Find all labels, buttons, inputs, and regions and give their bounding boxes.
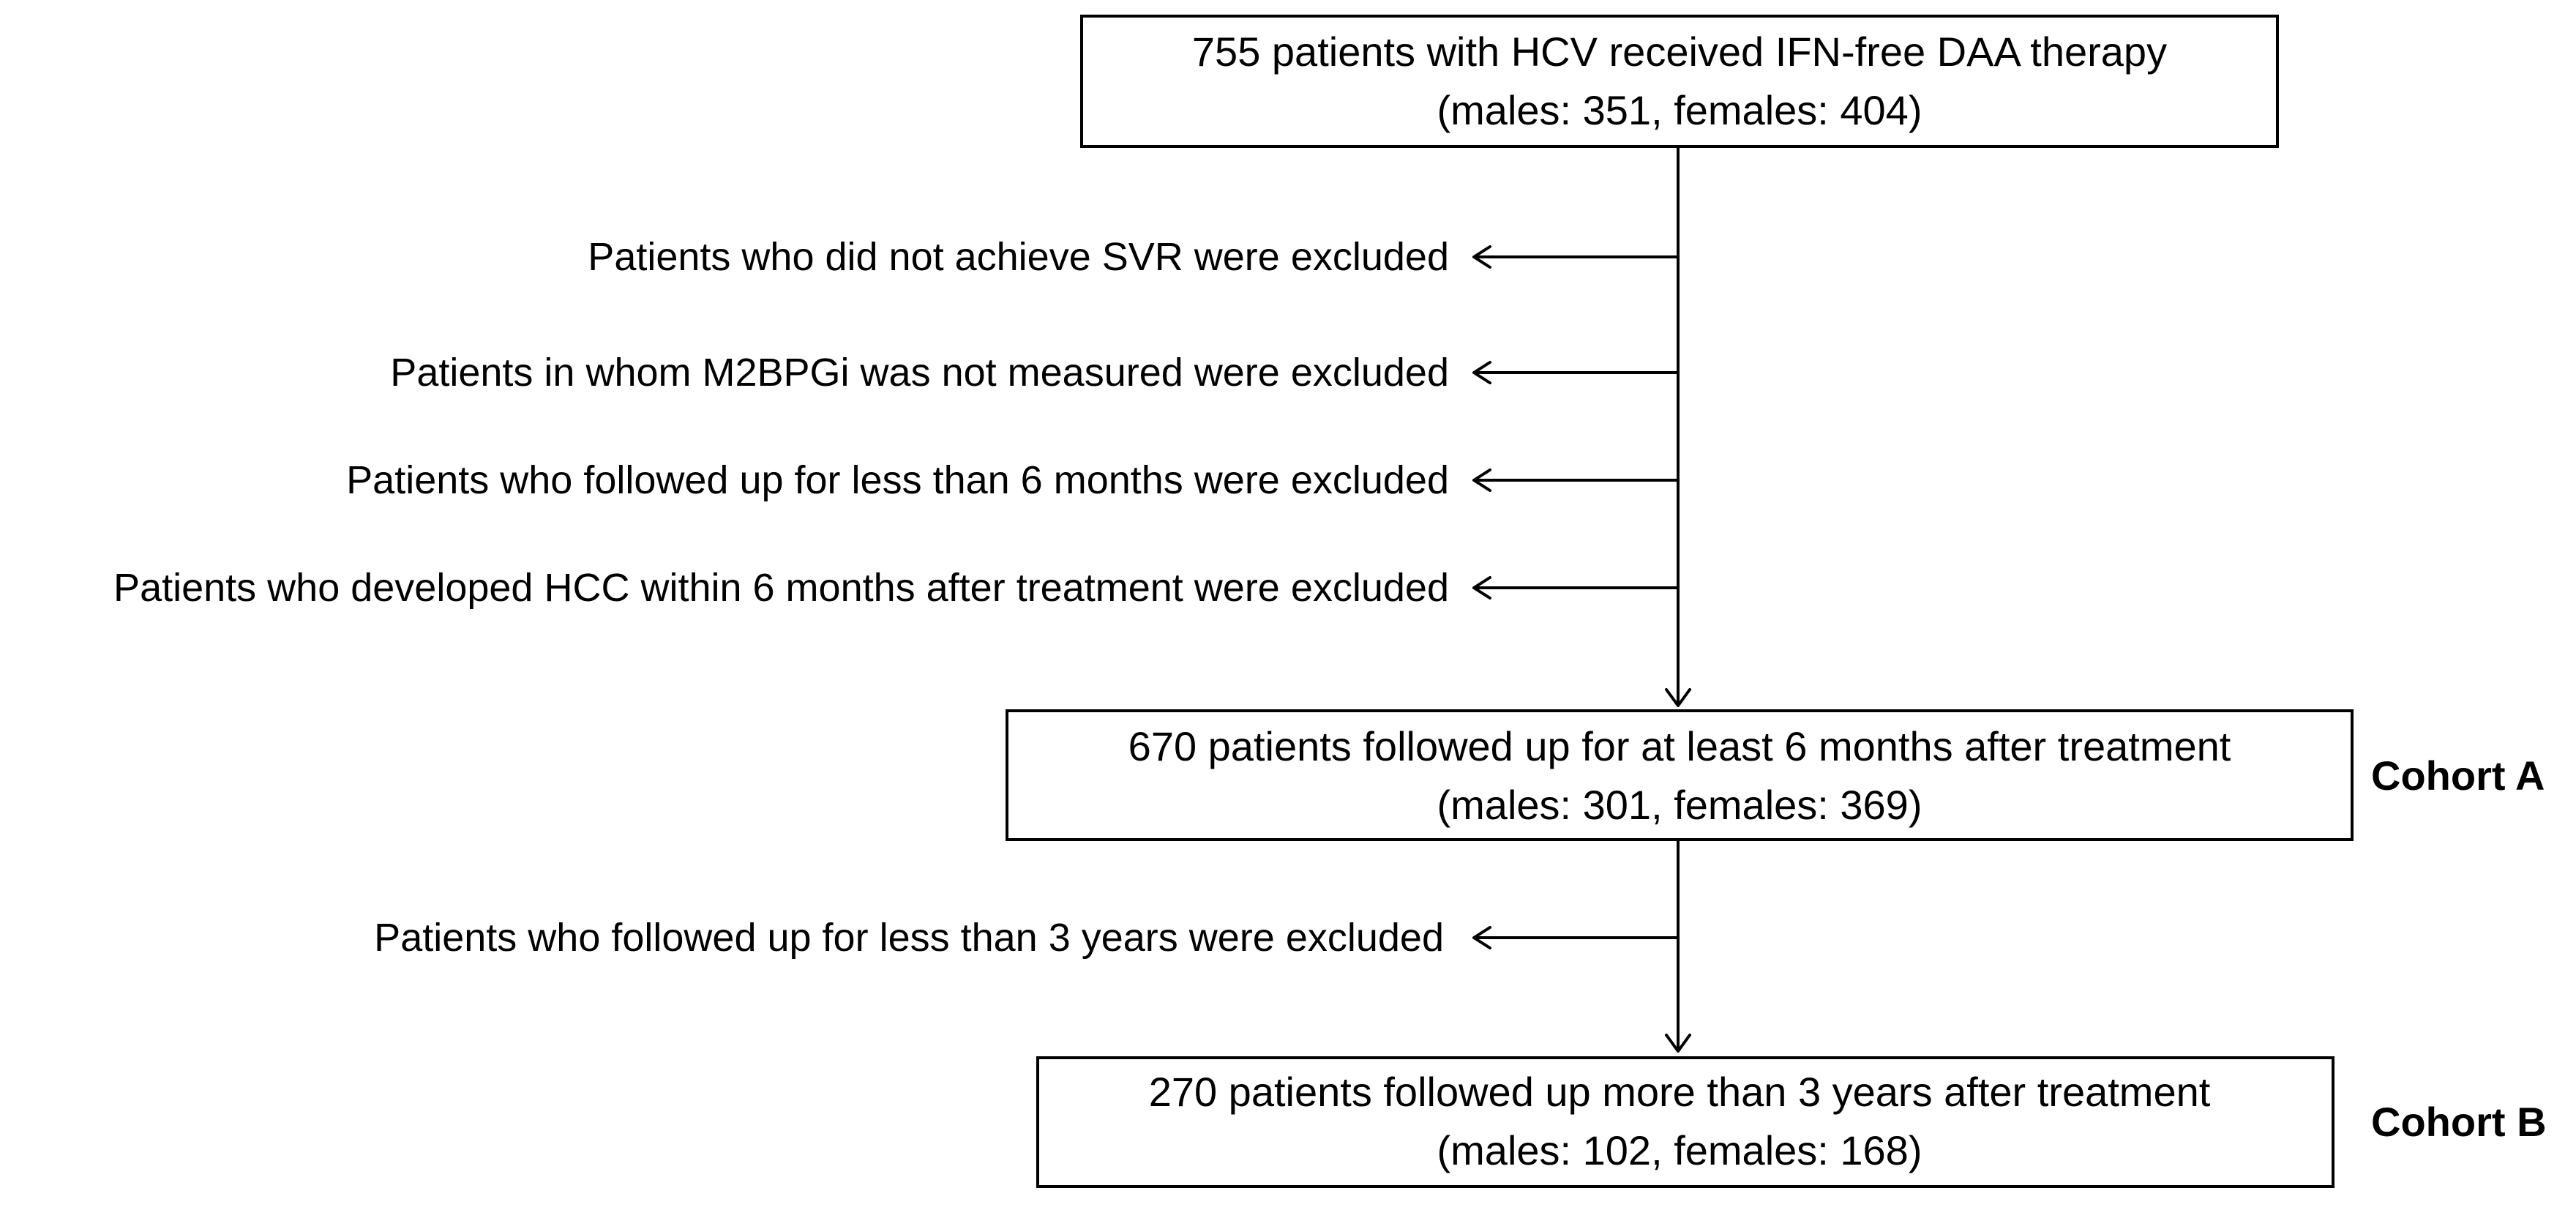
cohort-a-line2: (males: 301, females: 369) (1437, 782, 1922, 828)
exclusion-item: Patients who developed HCC within 6 mont… (113, 566, 1678, 610)
exclusion-label: Patients who did not achieve SVR were ex… (588, 235, 1449, 279)
start-box-line1: 755 patients with HCV received IFN-free … (1192, 29, 2167, 75)
arrow-left-icon (1472, 361, 1491, 384)
exclusion-item: Patients who did not achieve SVR were ex… (588, 235, 1678, 279)
exclusion-item: Patients in whom M2BPGi was not measured… (390, 351, 1678, 395)
exclusion-label: Patients who followed up for less than 6… (346, 458, 1449, 502)
arrow-left-icon (1472, 468, 1491, 492)
exclusion-item: Patients who followed up for less than 6… (346, 458, 1678, 502)
start-box: 755 patients with HCV received IFN-free … (1080, 15, 2279, 148)
cohort-b-line2: (males: 102, females: 168) (1437, 1127, 1922, 1173)
cohort-a-label: Cohort A (2371, 752, 2545, 799)
exclusion-label: Patients in whom M2BPGi was not measured… (390, 351, 1449, 395)
cohort-b-box: 270 patients followed up more than 3 yea… (1036, 1056, 2334, 1188)
cohort-a-line1: 670 patients followed up for at least 6 … (1128, 723, 2231, 769)
cohort-b-label: Cohort B (2371, 1099, 2547, 1145)
exclusion-label: Patients who followed up for less than 3… (374, 916, 1444, 960)
exclusion-label: Patients who developed HCC within 6 mont… (113, 566, 1449, 610)
exclusion-item: Patients who followed up for less than 3… (374, 916, 1678, 960)
arrow-down-to-cohort-a (1665, 688, 1691, 707)
arrow-down-to-cohort-b (1665, 1034, 1691, 1053)
arrow-left-icon (1472, 926, 1491, 949)
arrow-left-icon (1472, 245, 1491, 269)
arrow-left-icon (1472, 576, 1491, 600)
cohort-a-box: 670 patients followed up for at least 6 … (1006, 709, 2354, 841)
start-box-line2: (males: 351, females: 404) (1437, 87, 1922, 133)
cohort-b-line1: 270 patients followed up more than 3 yea… (1149, 1069, 2211, 1115)
